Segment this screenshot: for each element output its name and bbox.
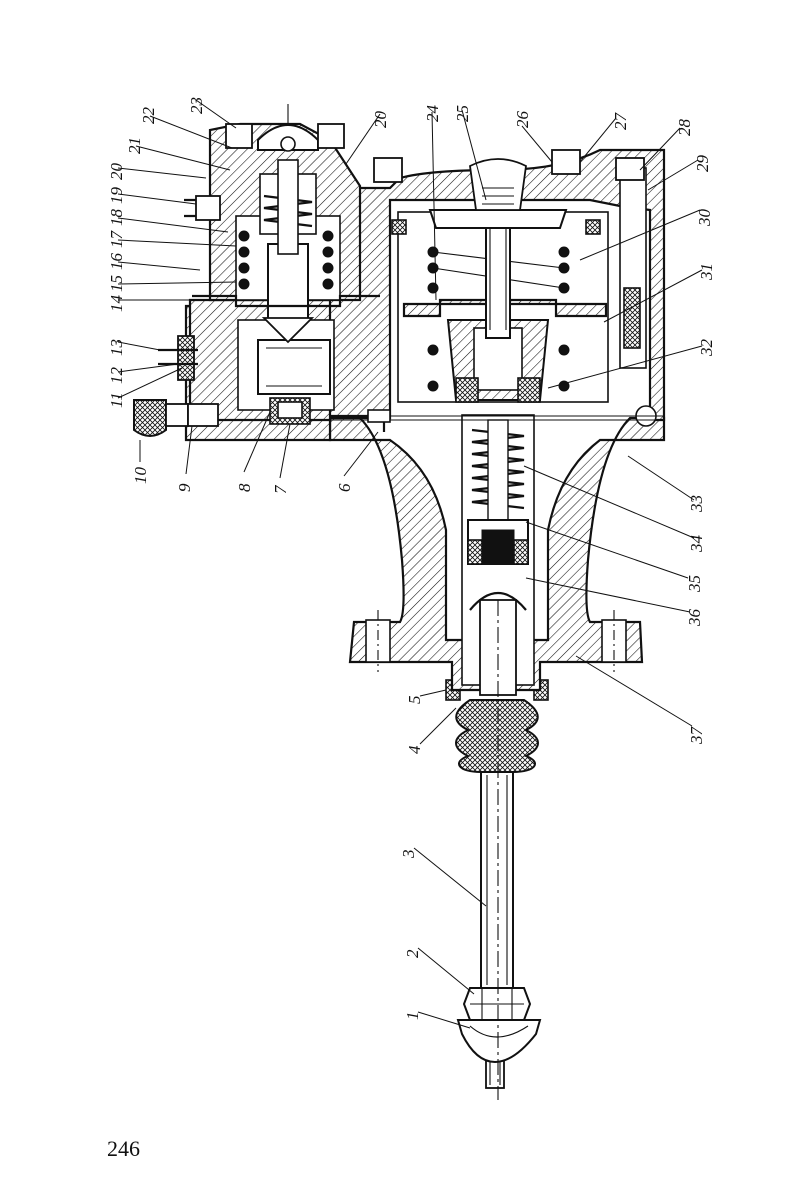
callout-14: 14 (107, 295, 126, 313)
callout-33: 33 (687, 495, 706, 513)
callout-28: 28 (675, 119, 694, 137)
piston-cup-left (468, 540, 482, 564)
cup-seal-left (456, 378, 478, 402)
callout-30: 30 (695, 209, 714, 228)
callout-7: 7 (271, 484, 290, 494)
callout-6: 6 (335, 483, 354, 492)
callout-29: 29 (693, 155, 712, 173)
callout-23: 23 (187, 97, 206, 114)
dust-boot (456, 700, 538, 772)
callout-10: 10 (131, 467, 150, 485)
top-bolt-right (318, 124, 344, 148)
push-rod (481, 770, 513, 988)
callout-5: 5 (405, 696, 424, 705)
callout-27: 27 (611, 112, 630, 131)
callout-17: 17 (107, 230, 126, 249)
callout-25: 25 (453, 105, 472, 122)
housing-bolt-2 (552, 150, 580, 174)
piston-head (430, 210, 566, 228)
callout-4: 4 (405, 745, 424, 754)
top-bolt-left (226, 124, 252, 148)
callout-18: 18 (107, 209, 126, 227)
callout-1: 1 (403, 1012, 422, 1021)
push-rod-assembly (446, 680, 548, 1088)
callout-2: 2 (403, 949, 422, 958)
callout-22: 22 (139, 107, 158, 125)
callout-34: 34 (687, 535, 706, 554)
page-number: 246 (107, 1136, 140, 1162)
callout-12: 12 (107, 367, 126, 385)
callout-20b: 20 (371, 111, 390, 129)
bleed-fitting (188, 404, 218, 426)
breather-nipple (166, 404, 188, 426)
callout-8: 8 (235, 483, 254, 492)
callout-11: 11 (107, 392, 126, 408)
callout-3: 3 (399, 850, 418, 860)
sensor-ring (178, 336, 194, 380)
callout-36: 36 (685, 609, 704, 628)
valve-stem (268, 244, 308, 320)
cup-seal-right (518, 378, 540, 402)
callout-21: 21 (125, 137, 144, 154)
callout-15: 15 (107, 275, 126, 292)
callout-32: 32 (697, 339, 716, 358)
callout-31: 31 (697, 263, 716, 281)
housing-bolt-3 (616, 158, 644, 180)
callout-13: 13 (107, 339, 126, 356)
callout-16: 16 (107, 253, 126, 271)
callout-26: 26 (513, 111, 532, 129)
callout-24: 24 (423, 105, 442, 123)
callout-37: 37 (687, 726, 706, 746)
callout-20: 20 (107, 163, 126, 181)
housing-bolt-1 (374, 158, 402, 182)
breather-cap (134, 400, 166, 436)
side-fitting (196, 196, 220, 220)
callout-9: 9 (175, 483, 194, 492)
callout-19: 19 (107, 187, 126, 205)
piston-cup-right (514, 540, 528, 564)
callout-35: 35 (685, 575, 704, 593)
